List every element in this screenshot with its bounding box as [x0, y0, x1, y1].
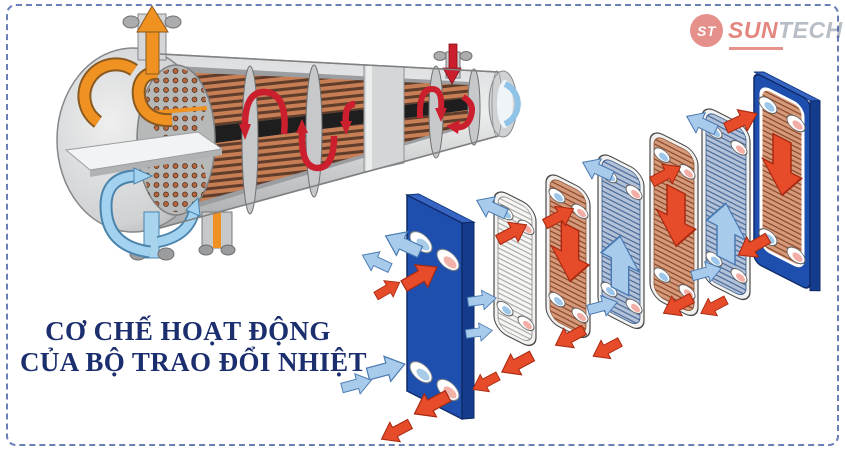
shell-top-edge [159, 53, 499, 73]
end-plate [405, 193, 476, 421]
caption-line-2: CỦA BỘ TRAO ĐỔI NHIỆT [20, 346, 367, 377]
hot-outlet-arrows [77, 5, 173, 128]
shell-band-highlight [366, 66, 372, 171]
shell-bottom-edge [159, 135, 499, 229]
cold-inlet-arrows [99, 167, 201, 259]
shell-and-tube-exchanger [56, 5, 521, 261]
shell-flow-arrows [416, 86, 475, 134]
cold-flow-arrow [357, 245, 395, 278]
cold-flow-arrow [364, 351, 409, 388]
drain-nozzle [198, 211, 236, 256]
frame-plate [753, 71, 821, 292]
shell-flow-arrows [239, 88, 356, 172]
plate-heat-exchanger [338, 71, 821, 450]
logo-name-tech: TECH [778, 17, 843, 43]
hot-plate [545, 174, 591, 339]
logo-name-sun: SUN [728, 17, 779, 43]
baffle [305, 64, 323, 198]
hot-flow-arrow [587, 332, 626, 366]
tube-side-return-arrow [503, 81, 521, 127]
cold-plate [597, 154, 645, 330]
caption-line-1: CƠ CHẾ HOẠT ĐỘNG [45, 316, 331, 346]
suntech-logo: ST SUNTECH [690, 14, 843, 47]
divider-plate-shadow [90, 149, 222, 177]
hot-flow-arrow [375, 413, 416, 450]
logo-underline [729, 47, 783, 50]
hot-flow-arrow [370, 273, 405, 305]
logo-badge: ST [690, 14, 723, 47]
hot-flow-arrow [495, 345, 539, 383]
hot-flow-arrow [695, 290, 732, 323]
end-cap-opening [497, 80, 513, 128]
caption: CƠ CHẾ HOẠT ĐỘNG CỦA BỘ TRAO ĐỔI NHIỆT [20, 316, 367, 377]
end-plate-ports [409, 230, 460, 402]
hot-plate [649, 132, 699, 317]
baffle [241, 65, 259, 215]
pass-divider-plate [64, 131, 224, 171]
logo-name: SUNTECH [728, 17, 843, 44]
cold-plate [701, 108, 751, 301]
